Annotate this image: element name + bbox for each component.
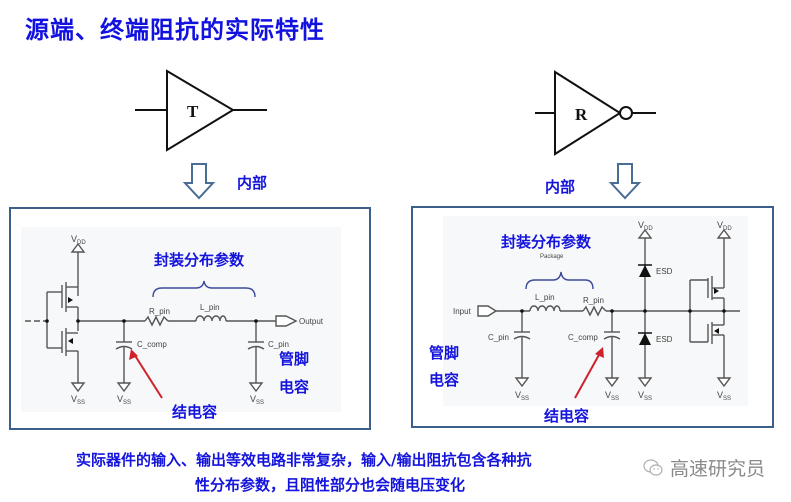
right-pin-cap-label: 管脚 (429, 344, 460, 362)
vss-label: VSS (71, 394, 85, 406)
left-pin-cap-label: 管脚 (279, 350, 310, 368)
transmitter-internal-label: 内部 (237, 174, 268, 192)
output-label: Output (299, 317, 324, 326)
esd-diode-bottom (639, 333, 651, 345)
junction-cap-arrow (133, 353, 163, 399)
slide-title: 源端、终端阻抗的实际特性 (25, 16, 325, 44)
transmitter-label: T (187, 102, 199, 121)
receiver-inverter-symbol: R (535, 70, 656, 156)
vdd-label: VDD (71, 234, 86, 246)
watermark-text: 高速研究员 (670, 458, 766, 480)
vdd-label: VDD (717, 220, 732, 232)
right-package-params-label: 封装分布参数 (501, 233, 592, 251)
junction-cap-arrowhead (595, 347, 604, 358)
down-arrow-icon (608, 163, 642, 200)
junction-cap-arrowhead (129, 349, 138, 360)
r-pin-label: R_pin (149, 307, 170, 316)
input-label: Input (453, 307, 472, 316)
c-comp-label: C_comp (568, 333, 598, 342)
vss-label: VSS (638, 390, 652, 402)
watermark: 高速研究员 (642, 454, 765, 481)
caption-line-2: 性分布参数，且阻性部分也会随电压变化 (195, 476, 466, 494)
output-equivalent-circuit-panel (9, 207, 371, 430)
c-pin-label: C_pin (488, 333, 509, 342)
l-pin-label: L_pin (200, 303, 220, 312)
vss-label: VSS (250, 394, 264, 406)
c-comp-label: C_comp (137, 340, 167, 349)
junction-cap-arrow (574, 352, 601, 399)
wechat-icon (643, 458, 663, 476)
vss-label: VSS (515, 390, 529, 402)
vdd-label: VDD (638, 220, 653, 232)
receiver-internal-label: 内部 (545, 178, 576, 196)
left-junction-cap-label: 结电容 (172, 403, 218, 421)
package-small-label: Package (540, 254, 564, 260)
r-pin-label: R_pin (583, 296, 604, 305)
vss-label: VSS (605, 390, 619, 402)
right-junction-cap-label: 结电容 (544, 407, 590, 425)
right-pin-cap-label-2: 电容 (429, 371, 460, 389)
left-package-params-label: 封装分布参数 (154, 251, 245, 269)
l-pin-label: L_pin (535, 293, 555, 302)
transmitter-buffer-symbol: T (135, 69, 267, 152)
esd-diode-top (639, 265, 651, 277)
caption-line-1: 实际器件的输入、输出等效电路非常复杂，输入/输出阻抗包含各种抗 (76, 451, 532, 469)
esd-bottom-label: ESD (656, 335, 673, 344)
vss-label: VSS (117, 394, 131, 406)
receiver-label: R (575, 105, 588, 124)
vss-label: VSS (717, 390, 731, 402)
left-pin-cap-label-2: 电容 (279, 378, 310, 396)
esd-top-label: ESD (656, 267, 673, 276)
c-pin-label: C_pin (268, 340, 289, 349)
down-arrow-icon (182, 163, 216, 200)
